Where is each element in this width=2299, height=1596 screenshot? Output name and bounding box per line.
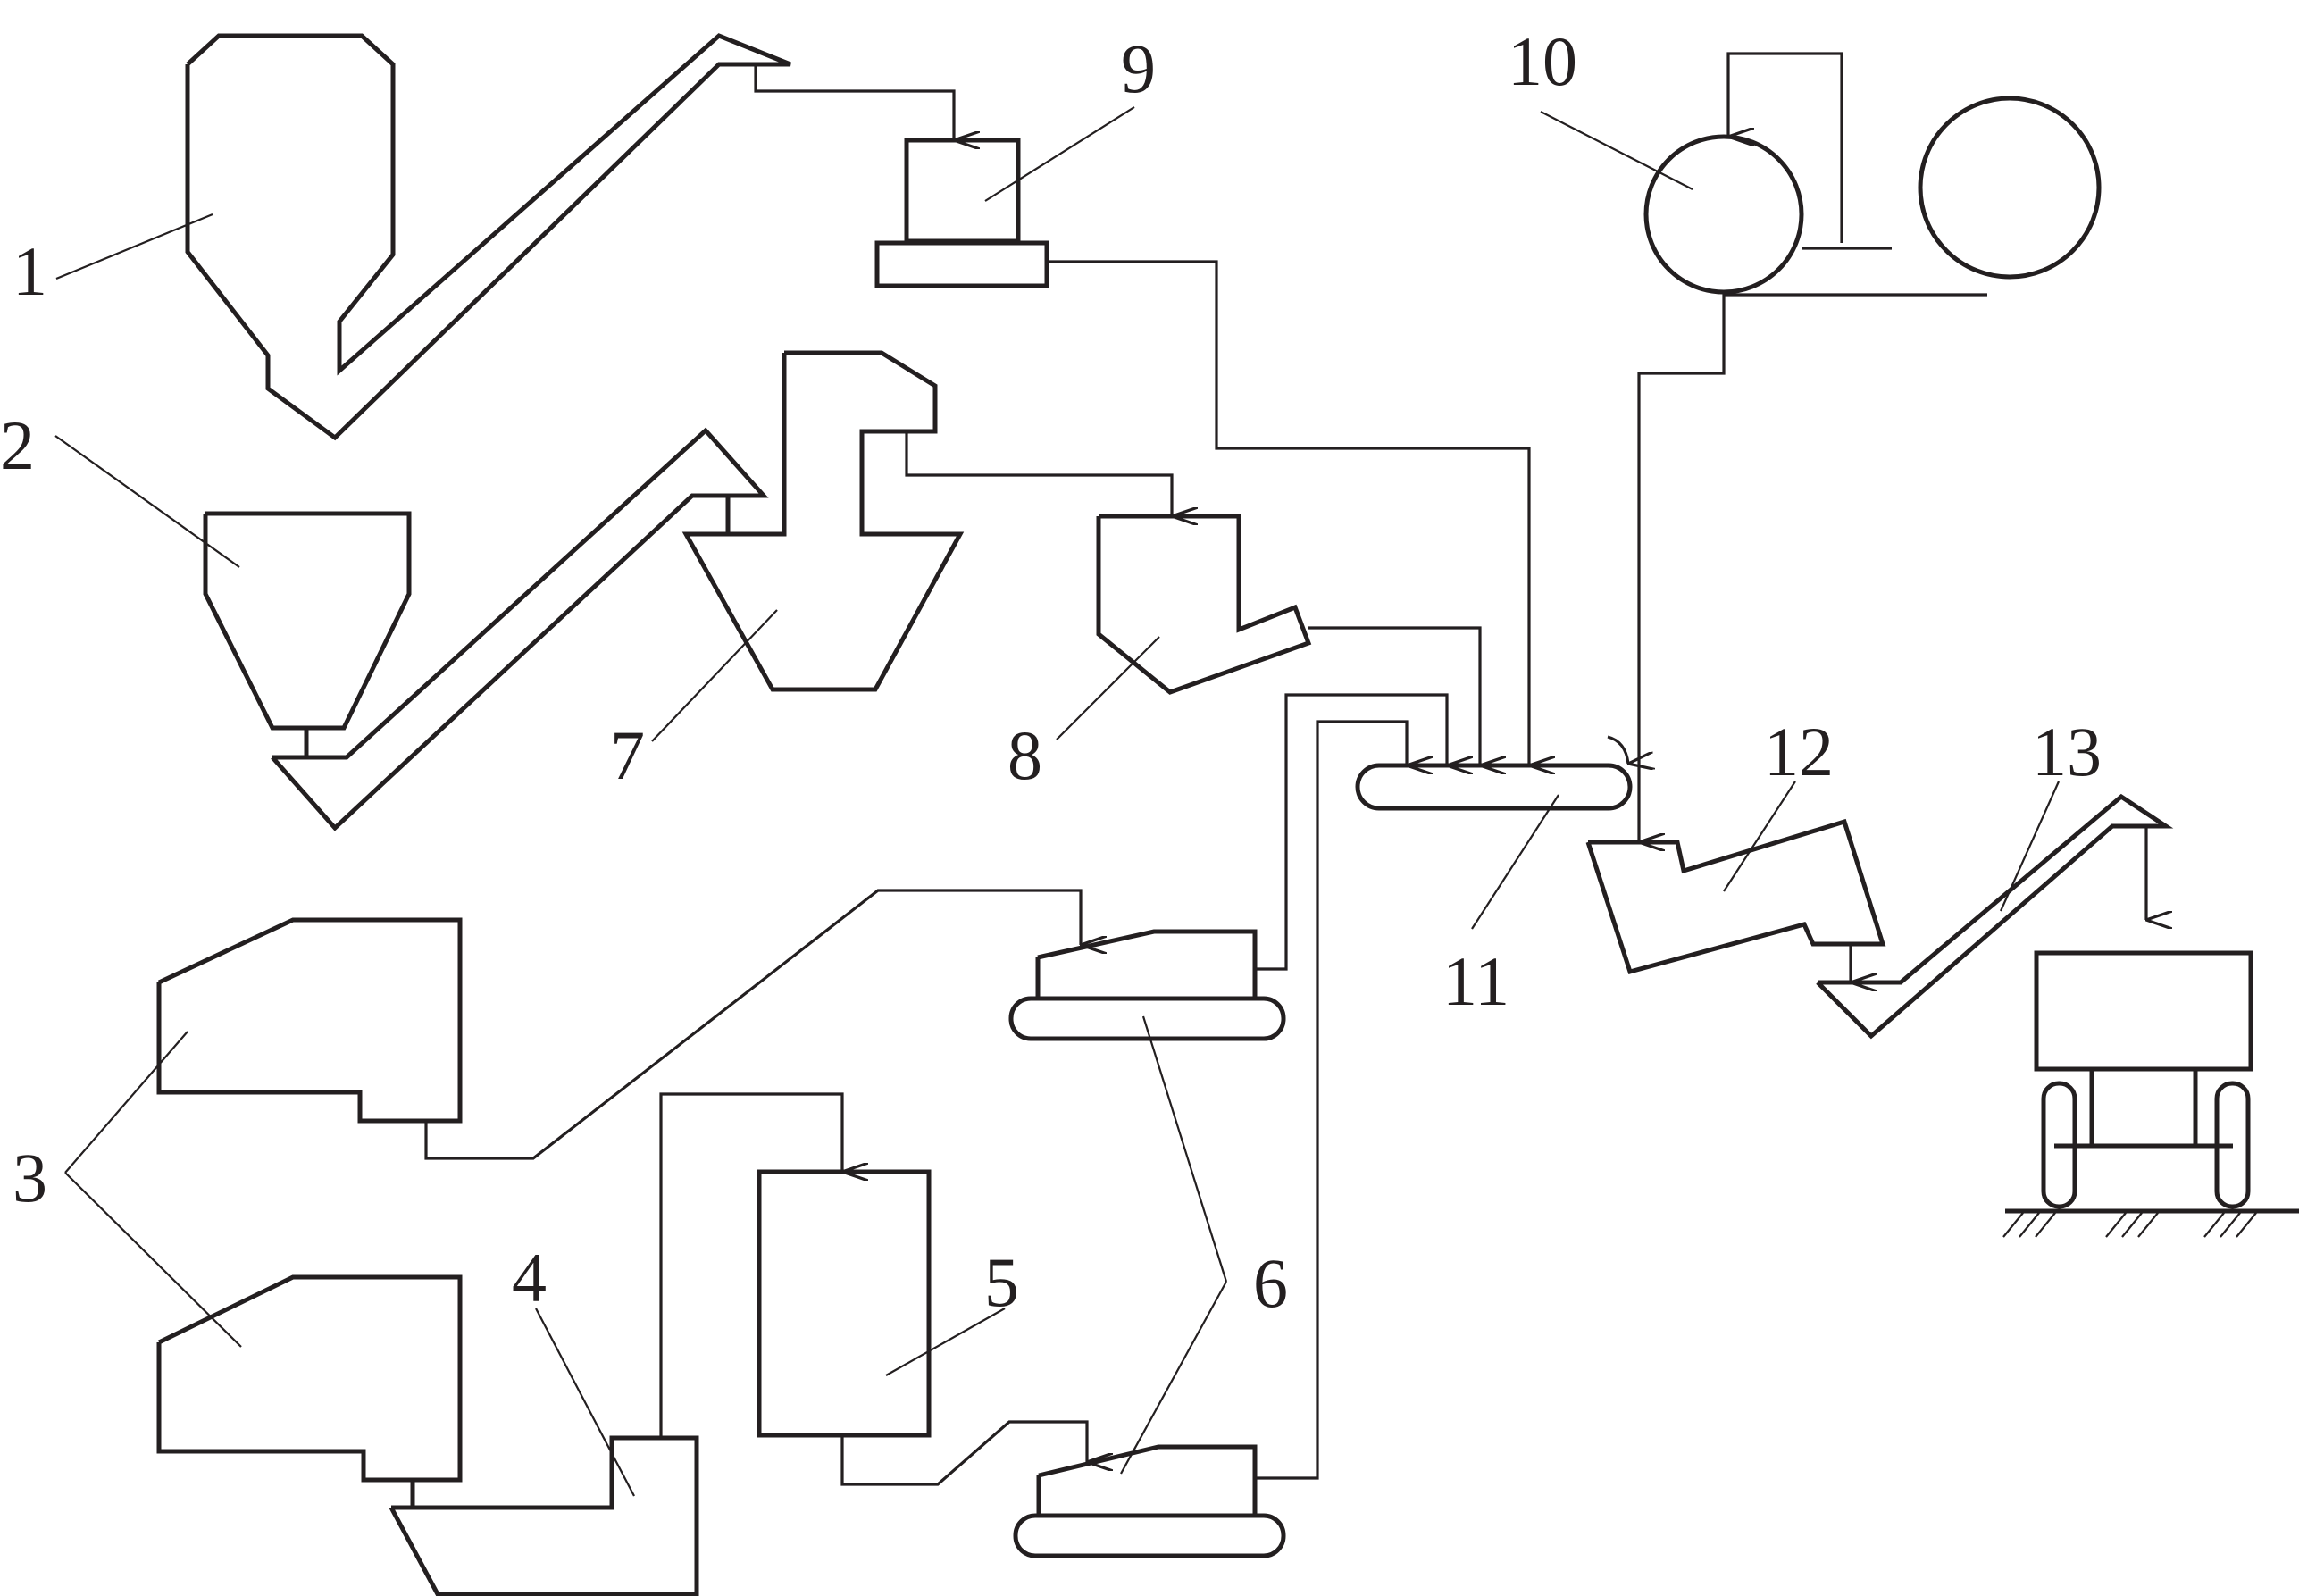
truck-icon	[2002, 950, 2299, 1238]
label-9: 9	[1121, 29, 1156, 107]
label-6: 6	[1253, 1244, 1288, 1322]
equipment-9-bin-feeder	[874, 138, 1049, 288]
label-7: 7	[610, 716, 645, 794]
label-10: 10	[1508, 22, 1577, 100]
equipment-labels: 1 2 3 4 5 6 7 8 9 10 11 12 13	[0, 22, 2102, 1322]
equipment-11-belt-conveyor	[1355, 763, 1633, 811]
equipment-8-mill	[1096, 514, 1312, 695]
equipment-2-hopper-conveyor	[203, 427, 769, 831]
label-11: 11	[1442, 942, 1509, 1020]
equipment-3-loaders	[156, 917, 463, 1483]
label-12: 12	[1764, 713, 1834, 790]
equipment-12-mixer	[1585, 818, 1886, 975]
label-13: 13	[2032, 713, 2102, 790]
equipment-7-crusher	[681, 350, 965, 692]
label-1: 1	[13, 232, 47, 310]
material-flow-lines	[424, 52, 2146, 1486]
label-2: 2	[0, 406, 35, 484]
equipment-5-bunker	[757, 1169, 932, 1438]
label-4: 4	[512, 1239, 547, 1316]
equipment-1-silo-conveyor	[185, 33, 791, 441]
equipment-6-mobile-crushers	[1008, 929, 1286, 1558]
leader-lines	[54, 106, 2061, 1497]
label-8: 8	[1007, 716, 1042, 794]
label-3: 3	[13, 1139, 47, 1216]
equipment-10-tanks	[1643, 96, 2102, 295]
label-5: 5	[984, 1243, 1019, 1321]
equipment-4-feeder	[389, 1435, 699, 1596]
equipment-13-discharge-conveyor	[1816, 793, 2174, 1040]
